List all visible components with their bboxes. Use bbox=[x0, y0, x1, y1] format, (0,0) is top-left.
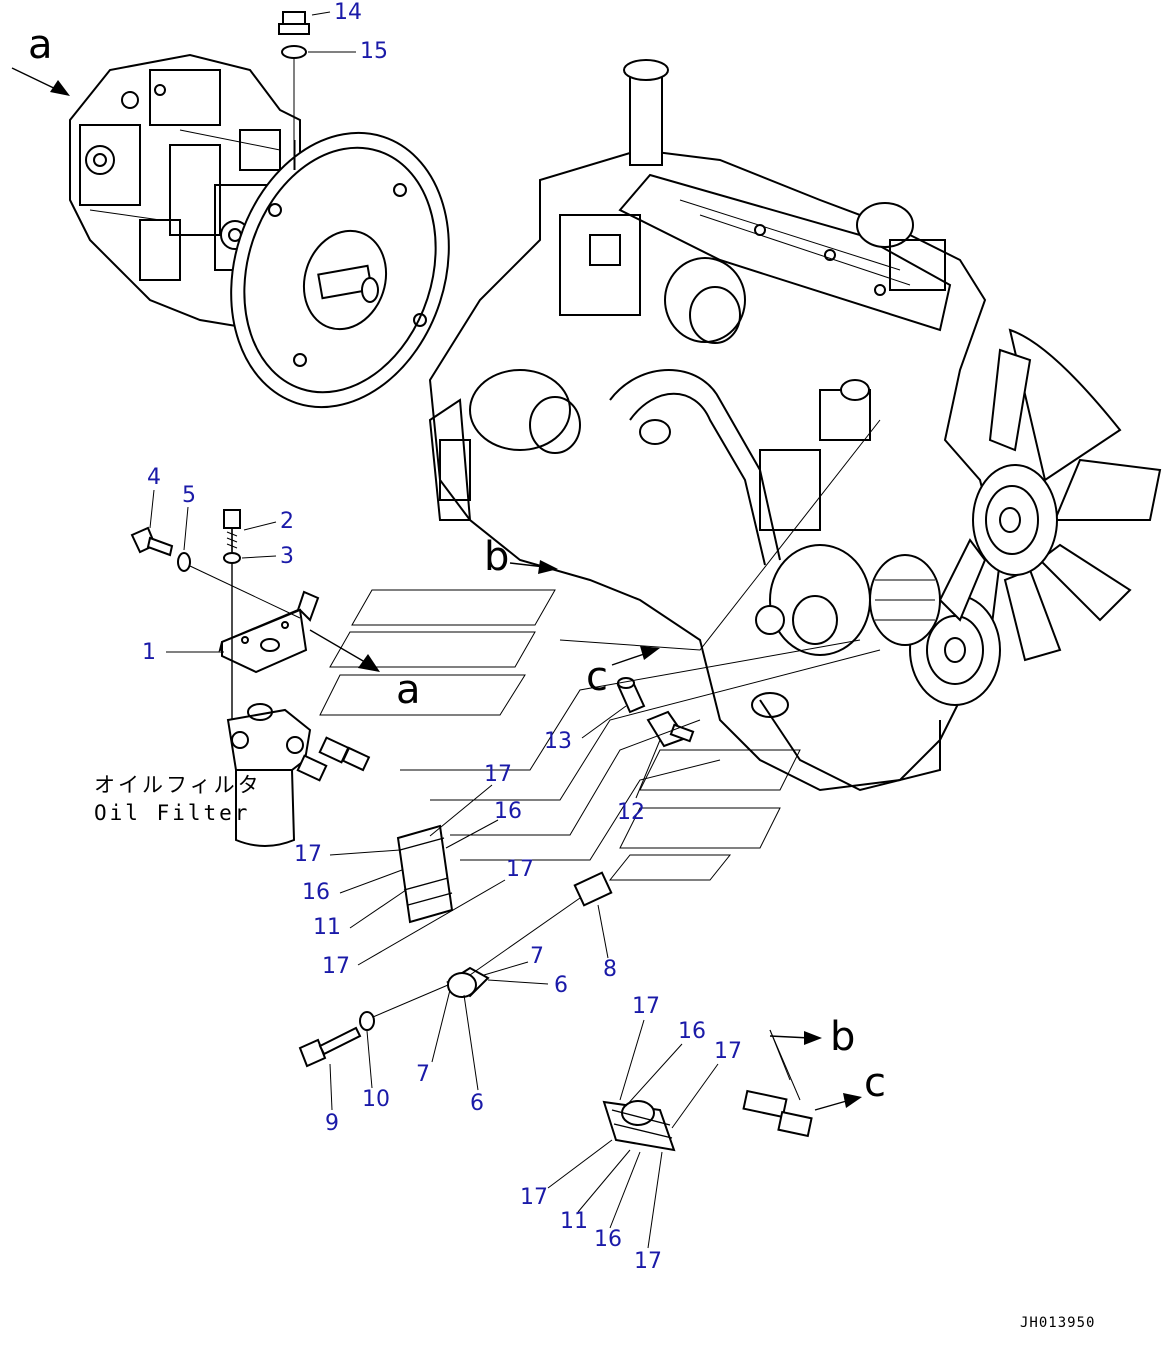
fitting-13 bbox=[616, 677, 646, 714]
view-marker-c-engine: c bbox=[586, 654, 608, 700]
engine-illustration bbox=[428, 59, 1162, 792]
bolt-9-washer-10 bbox=[298, 984, 449, 1068]
callout-1: 1 bbox=[142, 640, 156, 665]
clamp-set-upper bbox=[396, 824, 454, 924]
callout-16-upper-b: 16 bbox=[302, 880, 330, 905]
reference-lines bbox=[400, 419, 881, 1101]
callout-11-upper: 11 bbox=[313, 915, 341, 940]
oil-filter-label-en: Oil Filter bbox=[94, 801, 250, 825]
callout-2: 2 bbox=[280, 509, 294, 534]
spacer-8 bbox=[469, 871, 613, 976]
callout-12: 12 bbox=[617, 800, 645, 825]
oil-filter-label-jp: オイルフィルタ bbox=[94, 773, 262, 797]
callout-17-lower-b: 17 bbox=[714, 1039, 742, 1064]
callout-10: 10 bbox=[362, 1087, 390, 1112]
callout-16-upper-a: 16 bbox=[494, 799, 522, 824]
callout-7-right: 7 bbox=[530, 944, 544, 969]
callout-15: 15 bbox=[360, 39, 388, 64]
callout-5: 5 bbox=[182, 483, 196, 508]
callout-17-upper-c: 17 bbox=[506, 857, 534, 882]
callout-6-left: 6 bbox=[470, 1091, 484, 1116]
callout-7-left: 7 bbox=[416, 1062, 430, 1087]
callout-17-upper-d: 17 bbox=[322, 954, 350, 979]
callout-16-lower-b: 16 bbox=[594, 1227, 622, 1252]
hydraulic-pump-illustration bbox=[69, 53, 450, 409]
callout-16-lower-a: 16 bbox=[678, 1019, 706, 1044]
hatched-panel-group-left bbox=[319, 589, 801, 881]
hose-routing bbox=[296, 736, 813, 1144]
callout-4: 4 bbox=[147, 465, 161, 490]
callout-17-lower-c: 17 bbox=[520, 1185, 548, 1210]
view-marker-a-bracket: a bbox=[396, 667, 421, 713]
callout-8: 8 bbox=[603, 957, 617, 982]
view-arrows bbox=[11, 67, 862, 1111]
callout-11-lower: 11 bbox=[560, 1209, 588, 1234]
clamp-set-lower bbox=[602, 1100, 676, 1152]
callout-9: 9 bbox=[325, 1111, 339, 1136]
view-marker-b-engine: b bbox=[484, 534, 509, 580]
view-marker-a-top: a bbox=[28, 22, 53, 68]
drawing-code: JH013950 bbox=[1020, 1315, 1095, 1331]
view-marker-c-hose: c bbox=[864, 1060, 886, 1106]
view-marker-b-hose: b bbox=[830, 1014, 855, 1060]
fitting-12 bbox=[646, 710, 695, 748]
callout-17-lower-a: 17 bbox=[632, 994, 660, 1019]
view-markers: a a b b c c bbox=[28, 22, 886, 1106]
bracket-assembly bbox=[130, 509, 320, 725]
callout-13: 13 bbox=[544, 729, 572, 754]
callout-3: 3 bbox=[280, 544, 294, 569]
plug-and-oring bbox=[278, 11, 310, 170]
oil-filter-illustration bbox=[226, 703, 312, 847]
leader-lines bbox=[149, 11, 719, 1249]
callout-numbers: 14 15 4 5 2 3 1 13 12 17 16 17 16 11 17 … bbox=[142, 0, 742, 1274]
oil-filter-label: オイルフィルタ Oil Filter bbox=[94, 773, 262, 825]
callout-6-right: 6 bbox=[554, 973, 568, 998]
callout-17-upper-a: 17 bbox=[484, 762, 512, 787]
callout-17-upper-b: 17 bbox=[294, 842, 322, 867]
callout-14: 14 bbox=[334, 0, 362, 25]
callout-17-lower-d: 17 bbox=[634, 1249, 662, 1274]
